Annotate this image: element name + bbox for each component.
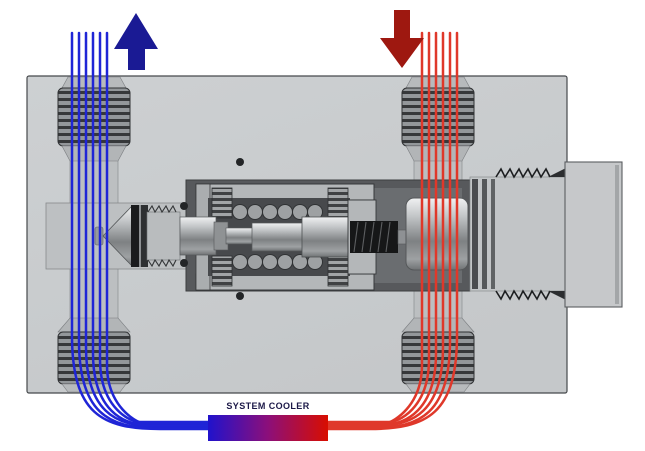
stem-thread-line: [361, 221, 367, 253]
stem-thread-line: [353, 221, 359, 253]
system-cooler-gradient-box: [208, 415, 328, 441]
system-cooler: SYSTEM COOLER: [208, 401, 328, 441]
o-ring: [141, 205, 148, 267]
adjust-stem-threads: [350, 221, 398, 253]
port-top-right: [401, 76, 475, 162]
o-ring: [131, 205, 139, 267]
plug-head-edge-shade: [615, 165, 619, 304]
plug-thread-bottom: [495, 289, 551, 301]
cold-flow-line: [91, 31, 210, 427]
cold-flow-lines: [70, 31, 210, 431]
plug-wrench-band: [491, 179, 495, 289]
plug-thread-runout-bottom: [548, 291, 566, 300]
port-threads: [401, 87, 475, 147]
spring-washers: [327, 255, 349, 287]
cage-left-wall-bottom: [195, 249, 211, 291]
o-ring-gap: [139, 205, 141, 267]
hot-flow-line: [326, 31, 431, 425]
system-cooler-label: SYSTEM COOLER: [226, 401, 309, 411]
shank-thread-top: [147, 204, 177, 214]
end-plug: [469, 161, 623, 308]
plug-wrench-band: [472, 179, 478, 289]
spool-barrel: [251, 222, 305, 252]
hot-flow-line: [326, 31, 445, 428]
stem-thread-line: [385, 221, 391, 253]
spring-coils: [232, 204, 323, 270]
port-shoulder: [405, 145, 471, 162]
cold-out-arrow-up-icon: [114, 13, 158, 70]
stem-thread-line: [377, 221, 383, 253]
hot-flow-line: [326, 31, 459, 431]
retainer-dot: [180, 259, 188, 267]
poppet-shank: [146, 211, 181, 261]
port-shoulder: [401, 317, 475, 333]
port-bottom-right: [401, 317, 475, 393]
cold-flow-line: [77, 31, 210, 430]
spool-step: [179, 216, 217, 256]
retainer-dot: [236, 158, 244, 166]
retainer-dot: [180, 202, 188, 210]
plug-thread-runout-top: [548, 168, 566, 177]
hot-flow-lines: [326, 31, 459, 431]
spring-washers: [327, 187, 349, 219]
spring-washers: [211, 255, 233, 287]
shank-thread-bottom: [147, 258, 177, 268]
spring-washers: [211, 187, 233, 219]
retainer-dot: [236, 292, 244, 300]
stem-thread-line: [369, 221, 375, 253]
spool-piston: [301, 216, 351, 258]
plug-head: [564, 161, 623, 308]
port-threads: [401, 331, 475, 385]
plug-thread-top: [495, 167, 551, 179]
port-taper: [405, 76, 471, 89]
hot-in-arrow-down-icon: [380, 10, 424, 68]
plug-wrench-band: [482, 179, 487, 289]
cold-flow-line: [105, 31, 210, 424]
